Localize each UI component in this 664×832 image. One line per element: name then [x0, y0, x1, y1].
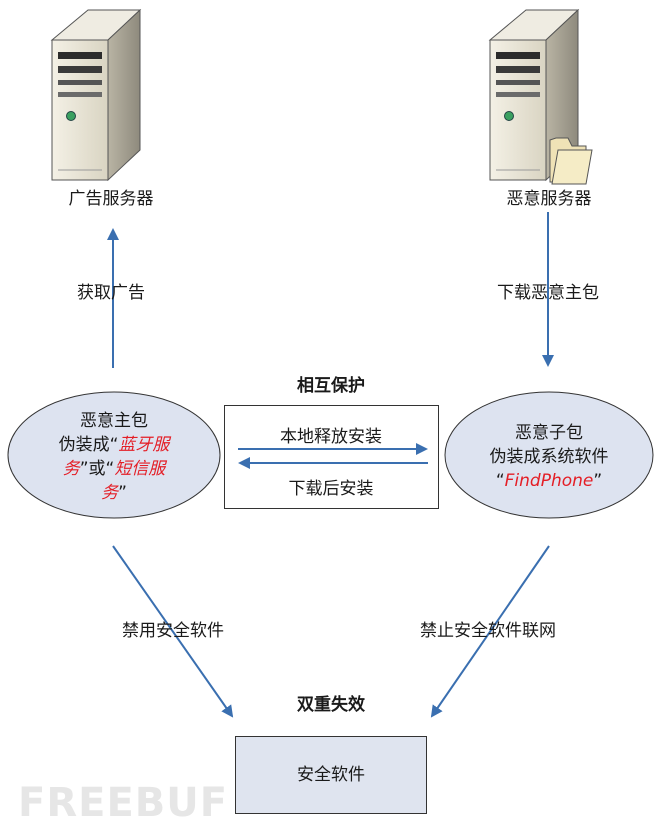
edge-label-download-main: 下载恶意主包 — [497, 283, 599, 303]
security-software-label: 安全软件 — [297, 765, 365, 785]
main-package-line3: 务”或“短信服 — [62, 459, 166, 479]
main-package-line4: 务” — [101, 483, 127, 503]
ad-server-icon — [50, 8, 142, 182]
main-package-ellipse — [7, 391, 221, 519]
section-title-double-failure: 双重失效 — [297, 695, 365, 715]
edge-label-download-install: 下载后安装 — [288, 479, 374, 499]
sub-package-line3: “FindPhone” — [495, 471, 603, 491]
edge-label-local-release: 本地释放安装 — [280, 427, 382, 447]
sub-package-title: 恶意子包 — [515, 423, 583, 443]
malicious-server-icon — [488, 8, 580, 182]
edge-label-block-network: 禁止安全软件联网 — [420, 621, 556, 641]
arrow-block-network — [430, 545, 550, 718]
mutual-protection-box — [224, 405, 439, 509]
malicious-server-label: 恶意服务器 — [506, 189, 592, 209]
main-package-title: 恶意主包 — [80, 411, 148, 431]
main-package-line2: 伪装成“蓝牙服 — [58, 435, 170, 455]
ad-server-label: 广告服务器 — [68, 189, 154, 209]
sub-package-ellipse — [444, 391, 654, 519]
sub-package-text: 恶意子包 伪装成系统软件 “FindPhone” — [459, 421, 639, 493]
folder-icon — [549, 137, 593, 185]
edge-label-get-ad: 获取广告 — [77, 283, 145, 303]
main-package-text: 恶意主包 伪装成“蓝牙服 务”或“短信服 务” — [24, 409, 204, 505]
watermark-logo: FREEBUF — [18, 780, 229, 826]
edge-label-disable-security: 禁用安全软件 — [122, 621, 224, 641]
security-software-box — [235, 736, 427, 814]
section-title-mutual-protection: 相互保护 — [297, 376, 365, 396]
sub-package-line2: 伪装成系统软件 — [489, 447, 609, 467]
arrow-disable-security — [112, 545, 234, 718]
